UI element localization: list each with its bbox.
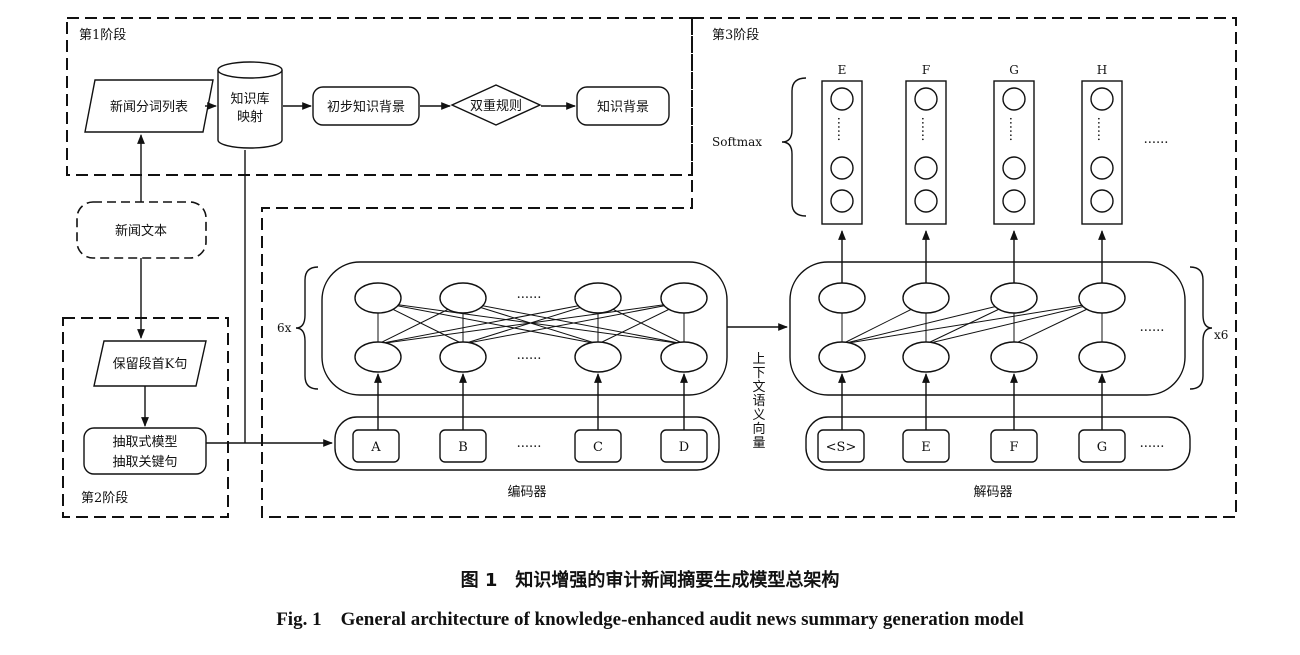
stage2-label: 第2阶段 bbox=[81, 491, 128, 506]
encoder-bottom-ellipsis: ...... bbox=[517, 348, 542, 363]
extract-label-line2: 抽取关键句 bbox=[112, 455, 177, 470]
dual-rules-node: 双重规则 bbox=[450, 84, 542, 126]
svg-text:E: E bbox=[921, 440, 931, 455]
svg-text:......: ...... bbox=[1006, 117, 1021, 142]
output-label-G: G bbox=[1009, 63, 1019, 77]
encoder-input-B: B bbox=[439, 429, 487, 463]
svg-text:上: 上 bbox=[752, 352, 765, 367]
svg-text:A: A bbox=[370, 440, 381, 455]
encoder-repeat-label: 6x bbox=[277, 321, 292, 335]
encoder-top-nodes bbox=[354, 282, 708, 314]
decoder-input-arrows bbox=[838, 373, 1106, 430]
stage2-frame bbox=[62, 317, 229, 518]
decoder-input-start: <S> bbox=[817, 429, 865, 463]
caption-chinese: 图 1 知识增强的审计新闻摘要生成模型总架构 bbox=[461, 569, 840, 591]
decoder-node-ellipsis: ...... bbox=[1140, 320, 1165, 335]
softmax-label: Softmax bbox=[712, 135, 762, 149]
initial-knowledge-bg-node: 初步知识背景 bbox=[312, 86, 420, 126]
decoder-block bbox=[789, 261, 1186, 396]
svg-text:<S>: <S> bbox=[826, 440, 857, 455]
decoder-inner-arrows bbox=[838, 230, 1106, 283]
stage1-label: 第1阶段 bbox=[79, 28, 126, 43]
dual-rules-label: 双重规则 bbox=[470, 98, 522, 114]
svg-text:......: ...... bbox=[1094, 117, 1109, 142]
decoder-repeat-brace bbox=[1189, 266, 1213, 390]
output-label-F: F bbox=[922, 63, 930, 77]
encoder-bottom-nodes bbox=[354, 341, 708, 373]
encoder-input-arrows bbox=[374, 373, 688, 430]
output-column-F: F ...... bbox=[905, 63, 947, 225]
news-text-label: 新闻文本 bbox=[115, 223, 167, 239]
encoder-input-block bbox=[334, 416, 720, 471]
svg-text:文: 文 bbox=[752, 380, 765, 395]
svg-text:C: C bbox=[593, 440, 603, 455]
knowledge-bg-node: 知识背景 bbox=[576, 86, 670, 126]
svg-text:量: 量 bbox=[752, 436, 765, 451]
encoder-input-ellipsis: ...... bbox=[517, 436, 542, 451]
news-segment-list-node: 新闻分词列表 bbox=[84, 79, 214, 133]
svg-text:向: 向 bbox=[752, 421, 765, 437]
kb-label-line2: 映射 bbox=[237, 109, 263, 125]
encoder-input-A: A bbox=[352, 429, 400, 463]
decoder-input-G: G bbox=[1078, 429, 1126, 463]
context-vector-label: 上 下 文 语 义 向 量 bbox=[752, 352, 765, 451]
decoder-repeat-label: x6 bbox=[1214, 328, 1228, 342]
news-text-node: 新闻文本 bbox=[76, 201, 207, 259]
kb-label-line1: 知识库 bbox=[230, 91, 269, 107]
stage3-label: 第3阶段 bbox=[712, 28, 759, 43]
initial-bg-label: 初步知识背景 bbox=[327, 99, 405, 115]
output-label-H: H bbox=[1097, 63, 1107, 77]
output-column-E: E ...... bbox=[821, 63, 863, 225]
decoder-input-F: F bbox=[990, 429, 1038, 463]
decoder-input-ellipsis: ...... bbox=[1140, 436, 1165, 451]
extractive-model-node: 抽取式模型 抽取关键句 bbox=[83, 427, 207, 475]
encoder-input-C: C bbox=[574, 429, 622, 463]
encoder-repeat-brace bbox=[295, 266, 319, 390]
encoder-input-D: D bbox=[660, 429, 708, 463]
extract-label-line1: 抽取式模型 bbox=[112, 435, 177, 450]
svg-text:......: ...... bbox=[834, 117, 849, 142]
decoder-label: 解码器 bbox=[973, 485, 1012, 500]
output-label-E: E bbox=[838, 63, 847, 77]
news-segment-list-label: 新闻分词列表 bbox=[110, 99, 188, 115]
encoder-label: 编码器 bbox=[507, 485, 546, 500]
svg-text:......: ...... bbox=[918, 117, 933, 142]
softmax-brace bbox=[781, 77, 807, 217]
keep-first-k-label: 保留段首K句 bbox=[113, 357, 188, 372]
knowledge-base-cylinder: 知识库 映射 bbox=[217, 61, 283, 149]
svg-text:义: 义 bbox=[752, 408, 765, 423]
svg-text:D: D bbox=[679, 440, 689, 455]
svg-text:B: B bbox=[458, 440, 468, 455]
knowledge-bg-label: 知识背景 bbox=[597, 99, 649, 115]
encoder-top-ellipsis: ...... bbox=[517, 287, 542, 302]
stage3-frame bbox=[261, 17, 1237, 518]
output-column-H: H ...... bbox=[1081, 63, 1123, 225]
output-column-G: G ...... bbox=[993, 63, 1035, 225]
svg-text:F: F bbox=[1009, 440, 1018, 455]
svg-text:语: 语 bbox=[752, 394, 765, 409]
svg-text:G: G bbox=[1097, 440, 1107, 455]
encoder-block bbox=[321, 261, 728, 396]
decoder-input-E: E bbox=[902, 429, 950, 463]
decoder-bottom-nodes bbox=[818, 341, 1126, 373]
svg-text:下: 下 bbox=[752, 366, 765, 381]
keep-first-k-node: 保留段首K句 bbox=[93, 340, 207, 387]
output-columns-ellipsis: ...... bbox=[1144, 132, 1169, 147]
caption-english: Fig. 1 General architecture of knowledge… bbox=[276, 609, 1024, 630]
